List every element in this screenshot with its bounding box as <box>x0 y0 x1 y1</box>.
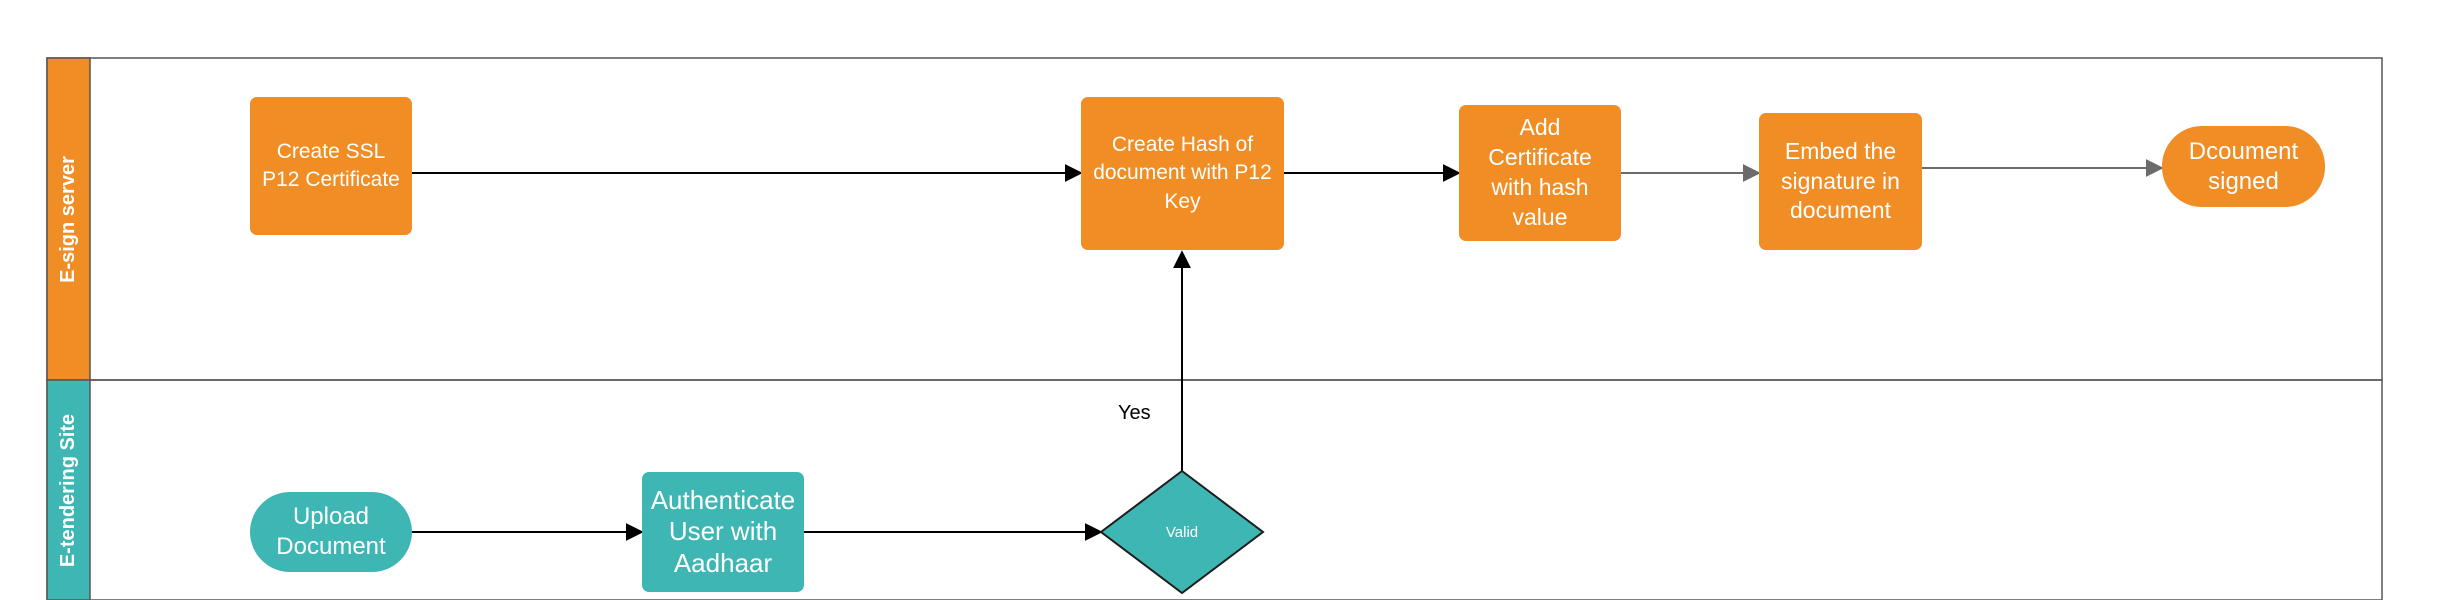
lane-header-esign: E-sign server <box>47 58 90 380</box>
node-add-certificate-label: Add Certificate with hash value <box>1488 114 1592 230</box>
node-valid-label: Valid <box>1165 523 1199 541</box>
node-authenticate-user-label: Authenticate User with Aadhaar <box>650 485 796 578</box>
node-create-ssl-label: Create SSL P12 Certificate <box>262 139 400 191</box>
valid-decision-shape <box>1099 469 1265 595</box>
lane-header-etender: E-tendering Site <box>47 380 90 600</box>
node-authenticate-user[interactable]: Authenticate User with Aadhaar <box>642 472 804 592</box>
node-embed-signature[interactable]: Embed the signature in document <box>1759 113 1922 250</box>
node-create-ssl[interactable]: Create SSL P12 Certificate <box>250 97 412 235</box>
node-document-signed[interactable]: Dcoument signed <box>2162 126 2325 207</box>
node-upload-document-label: Upload Document <box>276 503 386 560</box>
edge-label-yes: Yes <box>1118 402 1151 424</box>
node-valid[interactable]: Valid <box>1101 471 1263 593</box>
node-embed-signature-label: Embed the signature in document <box>1781 137 1900 224</box>
node-create-hash[interactable]: Create Hash of document with P12 Key <box>1081 97 1284 250</box>
node-create-hash-label: Create Hash of document with P12 Key <box>1093 132 1272 213</box>
node-upload-document[interactable]: Upload Document <box>250 492 412 572</box>
lane-label-etender: E-tendering Site <box>57 413 80 567</box>
node-add-certificate[interactable]: Add Certificate with hash value <box>1459 105 1621 241</box>
lane-etender-header-bg <box>46 379 91 600</box>
node-document-signed-label: Dcoument signed <box>2188 137 2299 195</box>
lane-esign-header-bg <box>46 57 91 381</box>
lane-label-esign: E-sign server <box>57 155 80 283</box>
